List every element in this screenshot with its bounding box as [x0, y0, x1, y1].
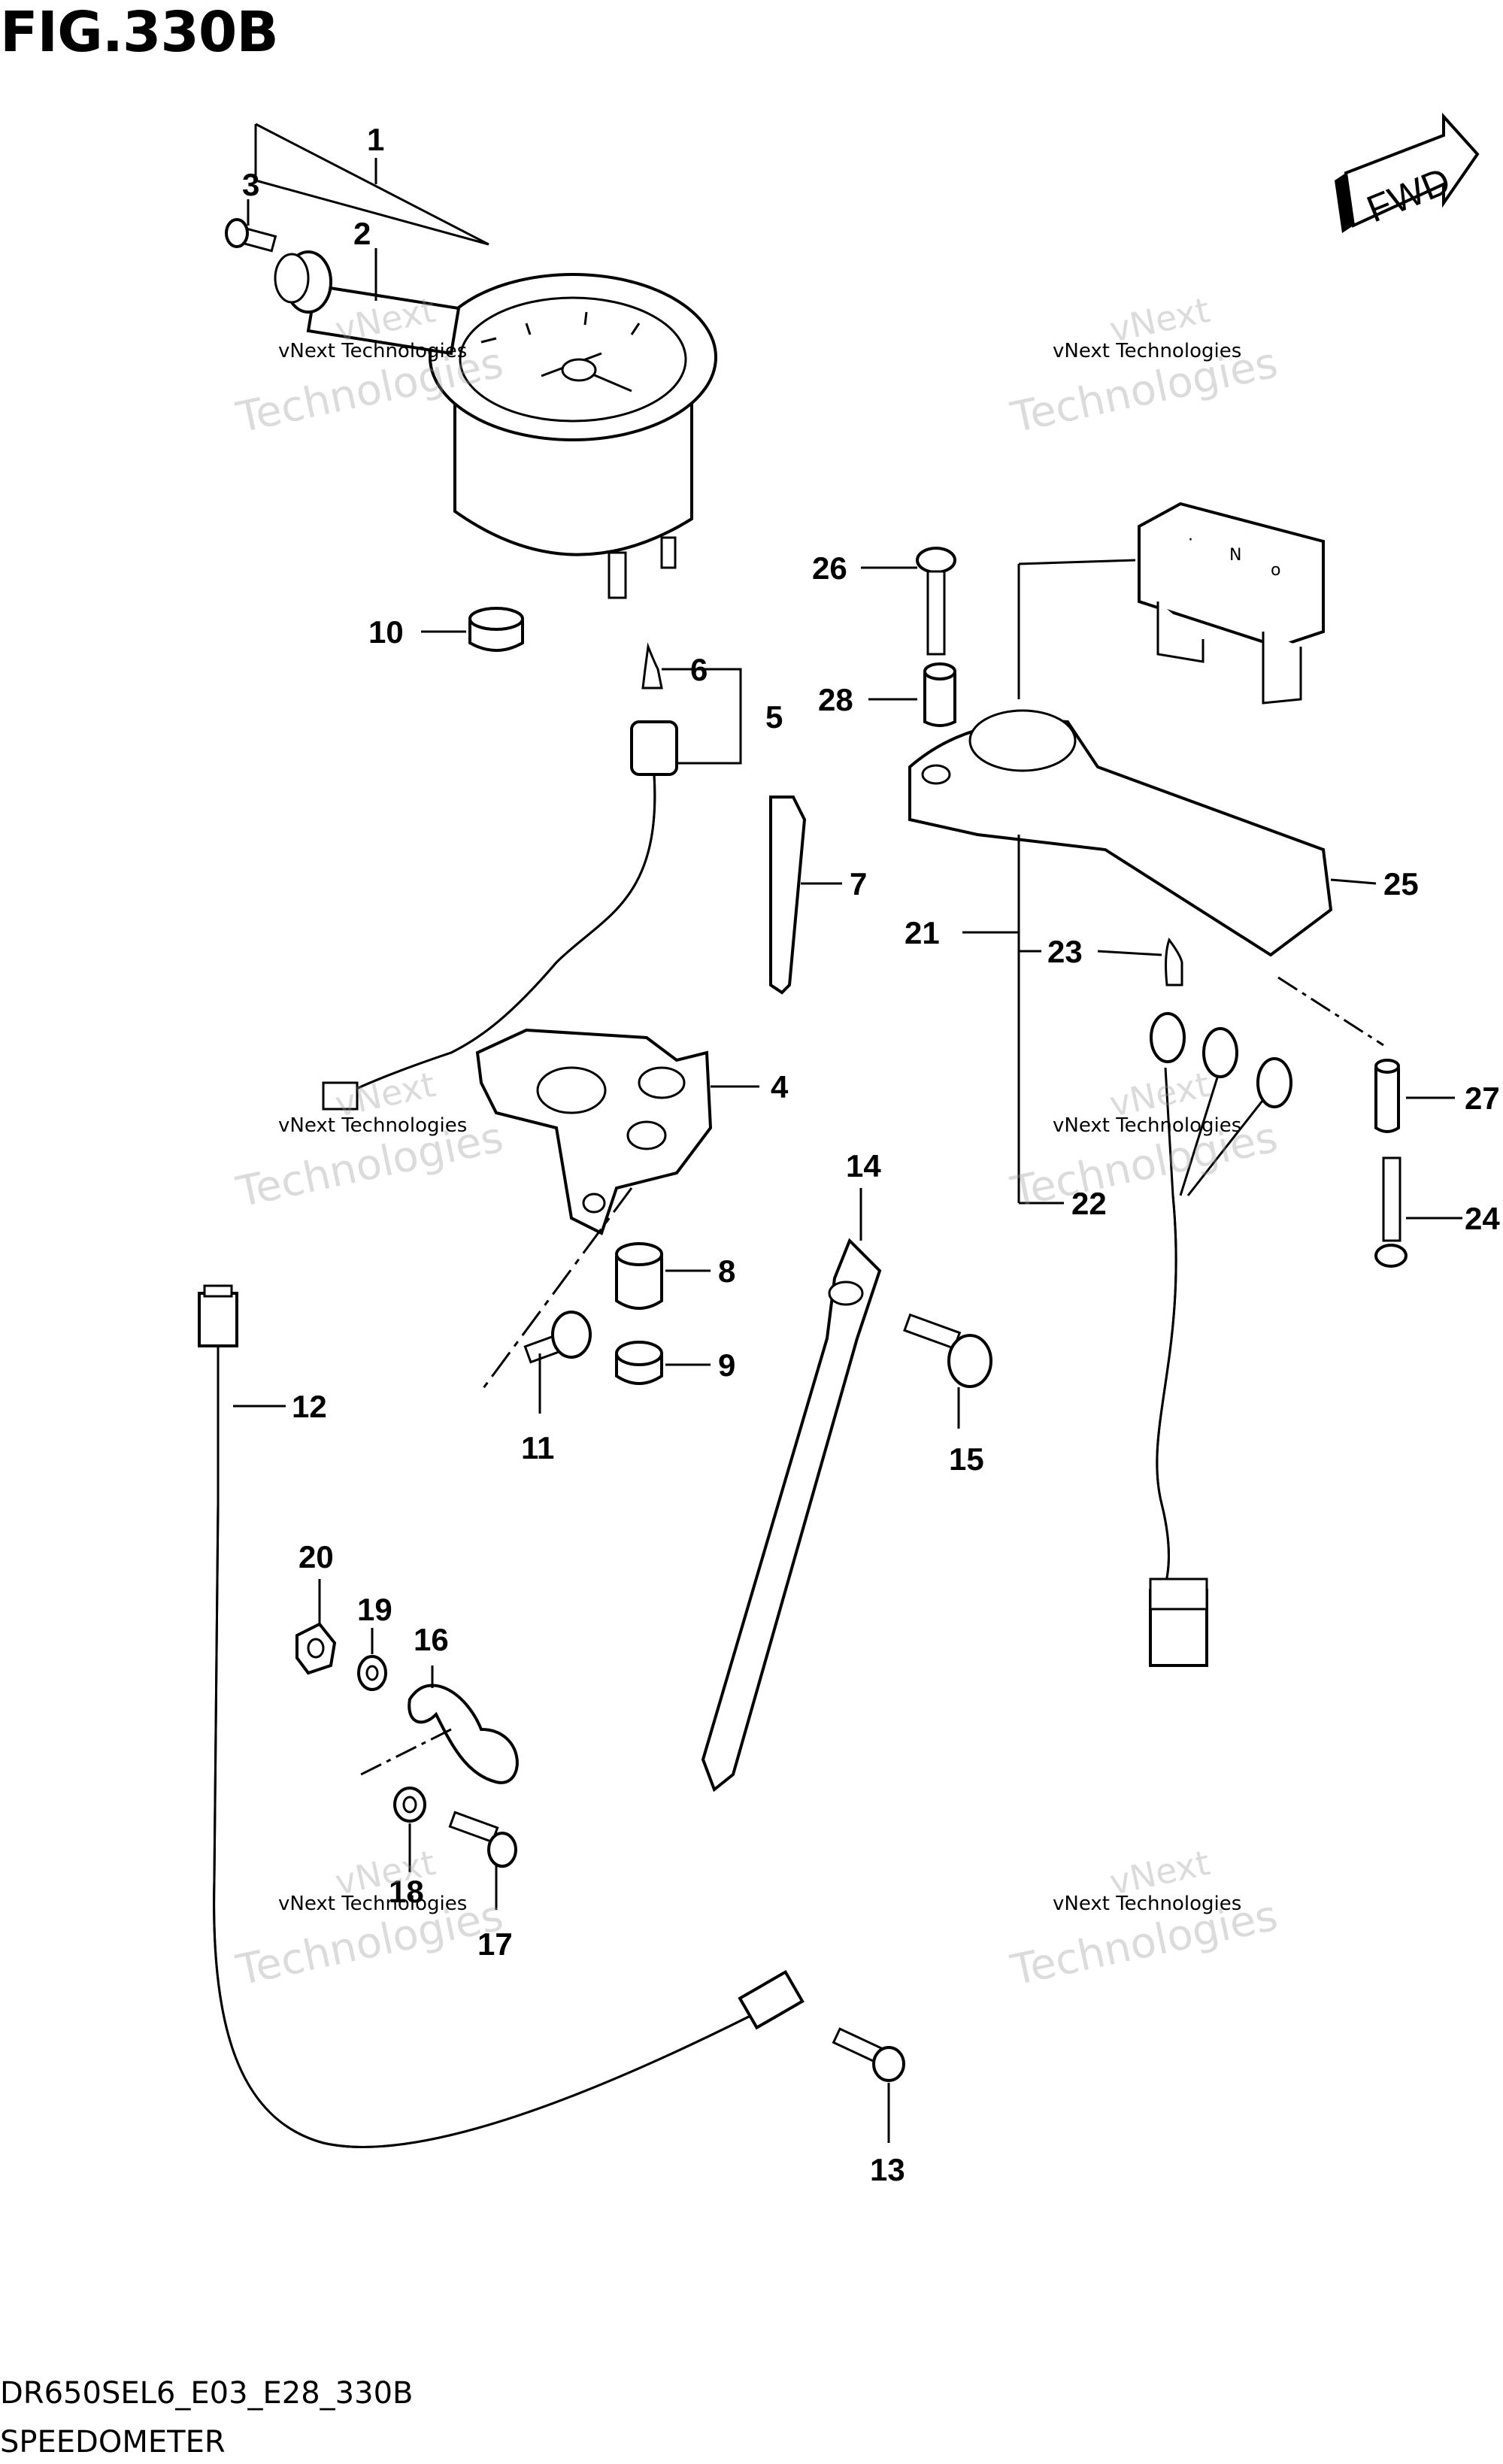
- spacer-27: [1374, 1059, 1455, 1133]
- svg-text:vNext Technologies: vNext Technologies: [278, 340, 467, 362]
- grommet-8: [615, 1242, 711, 1310]
- svg-text:o: o: [1271, 561, 1280, 580]
- callout-16: 16: [414, 1622, 449, 1657]
- callout-21: 21: [905, 915, 940, 950]
- spacer-28: [868, 662, 956, 727]
- watermark-mid-right: vNext Technologies vNext Technologies: [1006, 1064, 1281, 1217]
- callout-12: 12: [292, 1389, 327, 1424]
- watermark-bottom-right: vNext Technologies vNext Technologies: [1006, 1842, 1281, 1996]
- screw-3: [225, 218, 277, 253]
- callout-9: 9: [718, 1347, 735, 1383]
- speedometer-assembly: [429, 273, 717, 599]
- callout-26: 26: [812, 550, 847, 586]
- svg-text:vNext Technologies: vNext Technologies: [278, 1114, 467, 1137]
- callout-2: 2: [353, 216, 371, 251]
- indicator-housing-25: [908, 709, 1384, 1047]
- clamp-16: [360, 1665, 519, 1784]
- callout-14: 14: [846, 1148, 881, 1184]
- callout-11: 11: [521, 1430, 554, 1465]
- callout-19: 19: [357, 1592, 392, 1627]
- screw-24: [1374, 1156, 1462, 1268]
- callout-6: 6: [690, 652, 708, 687]
- svg-text:vNext Technologies: vNext Technologies: [1053, 340, 1241, 362]
- screw-13: [832, 2027, 905, 2143]
- cable-tie-7: [769, 796, 842, 995]
- callout-18: 18: [389, 1874, 424, 1909]
- trip-reset-knob: [274, 250, 461, 356]
- callout-27: 27: [1465, 1080, 1500, 1116]
- washer-19: [357, 1628, 387, 1691]
- meter-bracket-4: [475, 1028, 759, 1392]
- cap-10: [421, 607, 524, 652]
- watermark-mid-left: vNext Technologies vNext Technologies: [232, 1064, 507, 1217]
- fwd-arrow: FWD: [1335, 112, 1480, 233]
- bulb-23: [1097, 937, 1183, 987]
- figure-title: FIG.330B: [0, 0, 279, 65]
- nut-9: [615, 1341, 711, 1385]
- callout-3: 3: [242, 167, 259, 202]
- bolt-15: [903, 1313, 992, 1429]
- svg-text:vNext Technologies: vNext Technologies: [1053, 1114, 1241, 1137]
- svg-text:vNext Technologies: vNext Technologies: [1053, 1893, 1241, 1915]
- callout-22: 22: [1071, 1186, 1107, 1221]
- indicator-lens: · N o: [1138, 502, 1325, 705]
- callout-8: 8: [718, 1253, 735, 1289]
- bulb-socket-harness: [322, 642, 742, 1111]
- callout-13: 13: [870, 2152, 905, 2187]
- callout-4: 4: [771, 1069, 789, 1105]
- cable-guide-14: [701, 1188, 882, 1793]
- watermark-top-right: vNext Technologies vNext Technologies: [1006, 289, 1281, 443]
- speedometer-cable-12: [198, 1284, 805, 2148]
- wire-harness-22: [1149, 1012, 1292, 1667]
- bolt-11: [523, 1311, 592, 1414]
- callout-25: 25: [1383, 866, 1419, 902]
- screw-17: [448, 1811, 517, 1910]
- callout-10: 10: [368, 614, 404, 650]
- callout-15: 15: [949, 1441, 984, 1477]
- model-code: DR650SEL6_E03_E28_330B: [0, 2376, 414, 2411]
- callout-7: 7: [850, 866, 867, 902]
- callout-23: 23: [1047, 934, 1083, 969]
- callout-17: 17: [477, 1926, 513, 1962]
- svg-text:vNext Technologies: vNext Technologies: [278, 1893, 467, 1915]
- callout-24: 24: [1465, 1201, 1500, 1236]
- callout-5: 5: [765, 699, 783, 735]
- nut-20: [295, 1579, 337, 1675]
- callout-20: 20: [298, 1539, 334, 1574]
- watermark-bottom-left: vNext Technologies vNext Technologies: [232, 1842, 507, 1996]
- washer-18: [393, 1787, 426, 1872]
- svg-text:·: ·: [1188, 531, 1193, 550]
- svg-text:N: N: [1229, 546, 1241, 565]
- callout-1: 1: [367, 122, 384, 157]
- screw-26: [861, 547, 956, 656]
- section-name: SPEEDOMETER: [0, 2425, 226, 2459]
- callout-28: 28: [818, 682, 853, 717]
